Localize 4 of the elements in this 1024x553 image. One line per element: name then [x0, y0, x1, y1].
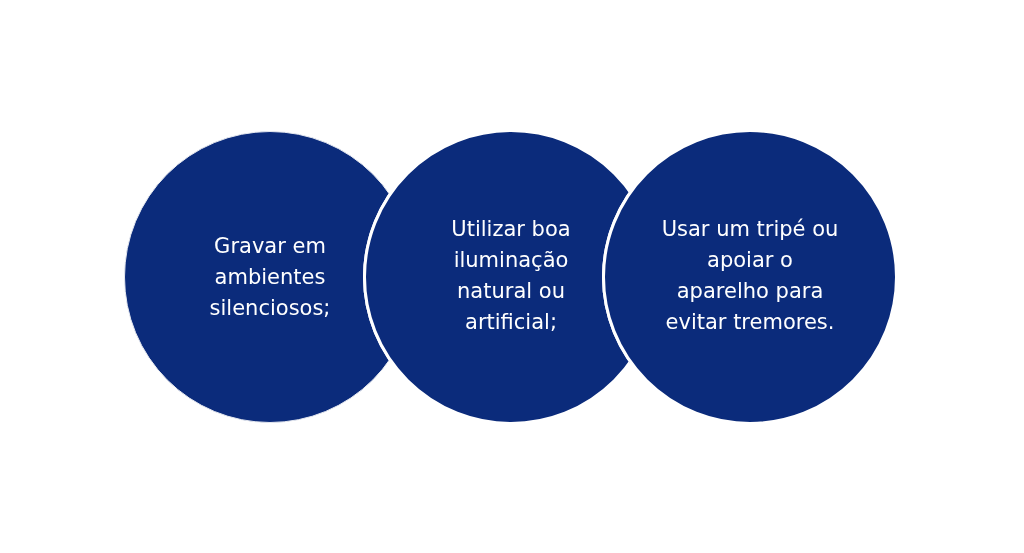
tip-text: Gravar em ambientes silenciosos;	[208, 232, 332, 322]
tip-text: Utilizar boa iluminação natural ou artificial;	[450, 216, 572, 336]
tip-text: Usar um tripé ou apoiar o aparelho para evitar tremores.	[660, 216, 840, 336]
circle-node	[602, 129, 898, 425]
